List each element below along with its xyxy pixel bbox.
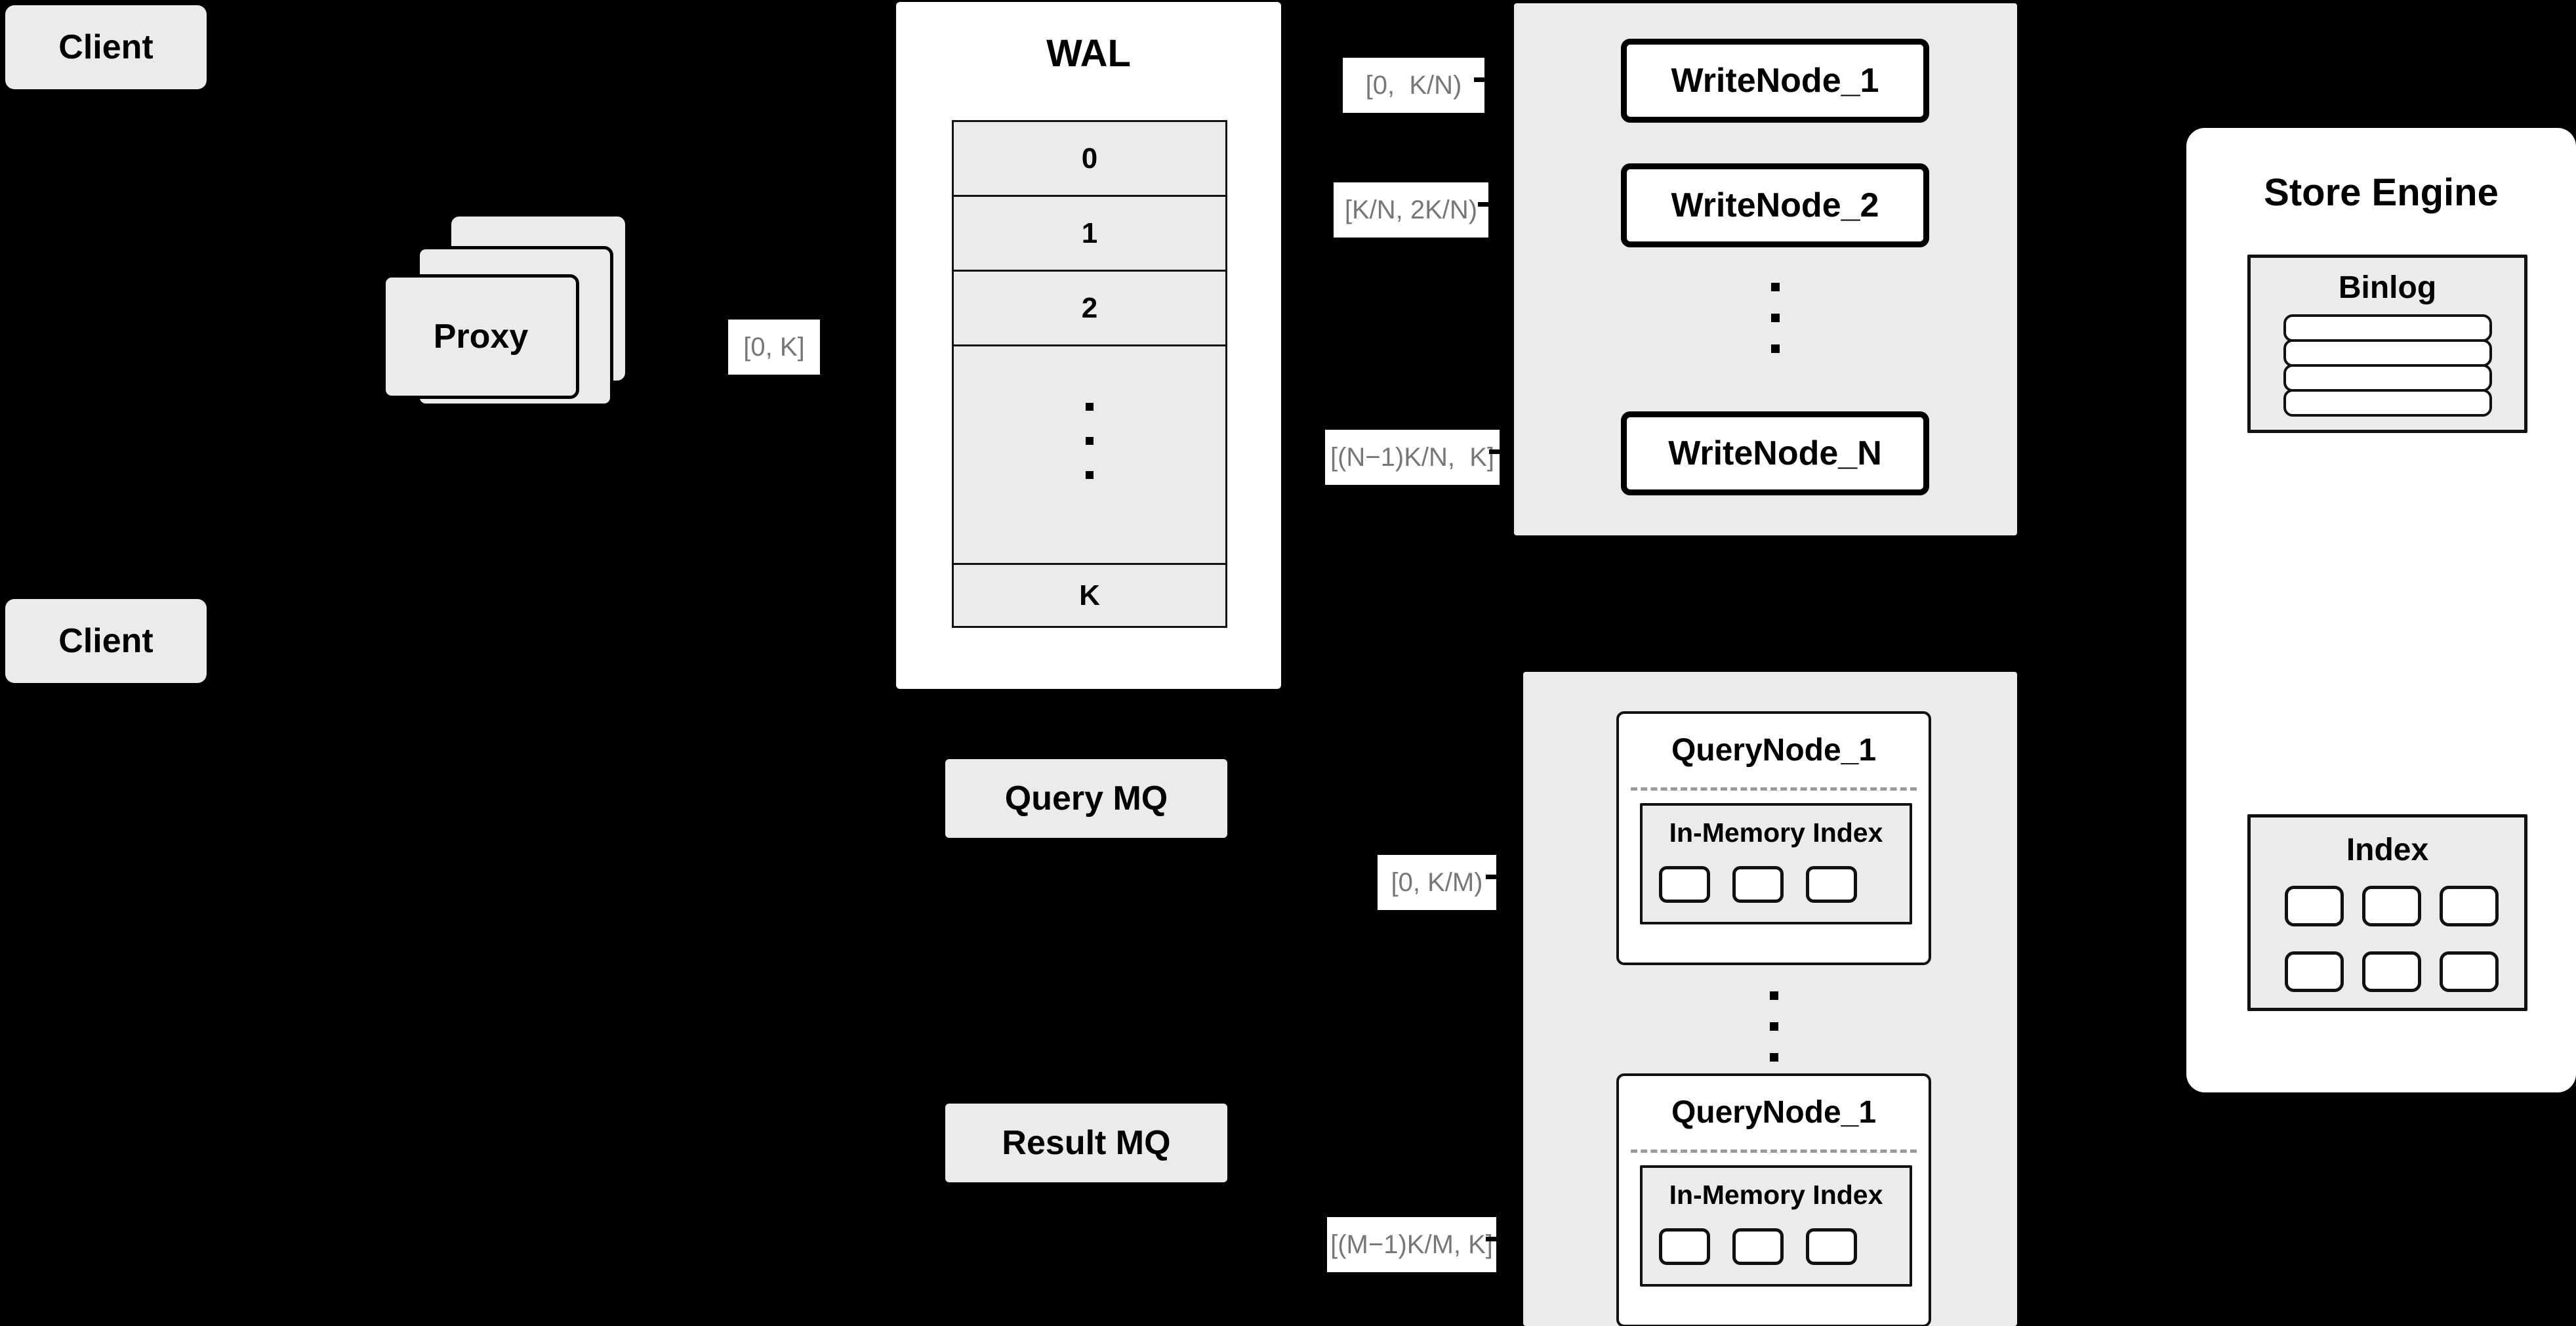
- client-label-2: Client: [58, 622, 153, 660]
- query-mq-label: Query MQ: [1004, 779, 1168, 818]
- index-cell-1[interactable]: [2285, 886, 2344, 926]
- binlog-row-2[interactable]: [2283, 339, 2492, 367]
- edge-label-proxy-range-text: [0, K]: [743, 333, 805, 362]
- edge-label-querynode-m-range-text: [(M−1)K/M, K]: [1330, 1230, 1493, 1259]
- in-memory-index-cell-2-2[interactable]: [1732, 1228, 1784, 1265]
- wal-row-ellipsis: [954, 346, 1225, 565]
- result-mq-box[interactable]: Result MQ: [945, 1104, 1227, 1182]
- in-memory-index-cell-2-3[interactable]: [1806, 1228, 1857, 1265]
- index-cell-2[interactable]: [2362, 886, 2421, 926]
- in-memory-index-label-1: In-Memory Index: [1669, 818, 1883, 848]
- binlog-title: Binlog: [2338, 270, 2437, 305]
- proxy-label: Proxy: [433, 318, 529, 356]
- in-memory-index-2: In-Memory Index: [1640, 1165, 1912, 1287]
- wal-row-2[interactable]: 2: [954, 272, 1225, 346]
- edge-label-writenode-n-range: [(N−1)K/N, K]: [1325, 430, 1500, 485]
- writenode-box-n[interactable]: WriteNode_N: [1621, 411, 1929, 495]
- in-memory-index-label-2: In-Memory Index: [1669, 1180, 1883, 1210]
- wal-row-1[interactable]: 1: [954, 197, 1225, 272]
- edge-label-writenode-1-range: [0, K/N): [1343, 58, 1484, 113]
- writenode-label-1: WriteNode_1: [1671, 62, 1879, 100]
- writenode-box-2[interactable]: WriteNode_2: [1621, 163, 1929, 247]
- wal-title: WAL: [1046, 32, 1131, 75]
- in-memory-index-cell-1-3[interactable]: [1806, 866, 1857, 903]
- index-cell-4[interactable]: [2285, 951, 2344, 992]
- in-memory-index-cell-1-2[interactable]: [1732, 866, 1784, 903]
- querynode-group-ellipsis: [1770, 991, 1778, 1062]
- querynode-separator-1: [1631, 787, 1917, 791]
- writenode-label-2: WriteNode_2: [1671, 186, 1879, 224]
- query-mq-box[interactable]: Query MQ: [945, 759, 1227, 838]
- wal-row-0[interactable]: 0: [954, 122, 1225, 197]
- query-node-group: QueryNode_1 In-Memory Index QueryNode_1 …: [1523, 672, 2017, 1326]
- wal-table: 0 1 2 K: [952, 120, 1227, 628]
- index-panel: Index: [2247, 814, 2527, 1011]
- result-mq-label: Result MQ: [1002, 1124, 1171, 1162]
- edge-label-querynode-m-range: [(M−1)K/M, K]: [1327, 1217, 1496, 1272]
- binlog-row-1[interactable]: [2283, 314, 2492, 342]
- edge-label-writenode-2-range-text: [K/N, 2K/N): [1344, 196, 1478, 224]
- in-memory-index-cell-2-1[interactable]: [1659, 1228, 1710, 1265]
- wal-ellipsis-dots: [1086, 403, 1094, 479]
- write-node-group: WriteNode_1 WriteNode_2 WriteNode_N: [1514, 3, 2017, 535]
- index-title: Index: [2346, 833, 2429, 867]
- querynode-box-2[interactable]: QueryNode_1 In-Memory Index: [1616, 1073, 1931, 1326]
- index-cell-3[interactable]: [2440, 886, 2499, 926]
- in-memory-index-cell-1-1[interactable]: [1659, 866, 1710, 903]
- querynode-box-1[interactable]: QueryNode_1 In-Memory Index: [1616, 711, 1931, 965]
- wal-panel: WAL 0 1 2 K: [896, 2, 1281, 689]
- querynode-separator-2: [1631, 1150, 1917, 1153]
- edge-label-querynode-1-range: [0, K/M): [1378, 855, 1496, 910]
- client-box-2[interactable]: Client: [5, 599, 207, 683]
- writenode-group-ellipsis: [1771, 283, 1780, 353]
- edge-label-writenode-n-range-text: [(N−1)K/N, K]: [1330, 443, 1495, 472]
- wal-row-K[interactable]: K: [1079, 579, 1100, 611]
- binlog-row-4[interactable]: [2283, 389, 2492, 417]
- index-cell-5[interactable]: [2362, 951, 2421, 992]
- store-engine-panel: Store Engine Binlog Index: [2186, 128, 2576, 1092]
- edge-label-writenode-1-range-text: [0, K/N): [1365, 71, 1462, 100]
- querynode-label-1: QueryNode_1: [1671, 733, 1877, 768]
- index-cell-6[interactable]: [2440, 951, 2499, 992]
- writenode-box-1[interactable]: WriteNode_1: [1621, 39, 1929, 123]
- client-label-1: Client: [58, 28, 153, 66]
- edge-label-proxy-range: [0, K]: [728, 320, 820, 375]
- querynode-label-2: QueryNode_1: [1671, 1095, 1877, 1130]
- binlog-row-3[interactable]: [2283, 364, 2492, 392]
- in-memory-index-1: In-Memory Index: [1640, 803, 1912, 924]
- store-engine-title: Store Engine: [2264, 171, 2499, 214]
- client-box-1[interactable]: Client: [5, 5, 207, 89]
- writenode-label-n: WriteNode_N: [1668, 434, 1882, 472]
- proxy-stack[interactable]: Proxy: [382, 217, 664, 426]
- edge-label-querynode-1-range-text: [0, K/M): [1391, 868, 1483, 897]
- proxy-sheet-front[interactable]: Proxy: [382, 274, 579, 399]
- edge-label-writenode-2-range: [K/N, 2K/N): [1334, 182, 1488, 238]
- binlog-panel: Binlog: [2247, 255, 2527, 433]
